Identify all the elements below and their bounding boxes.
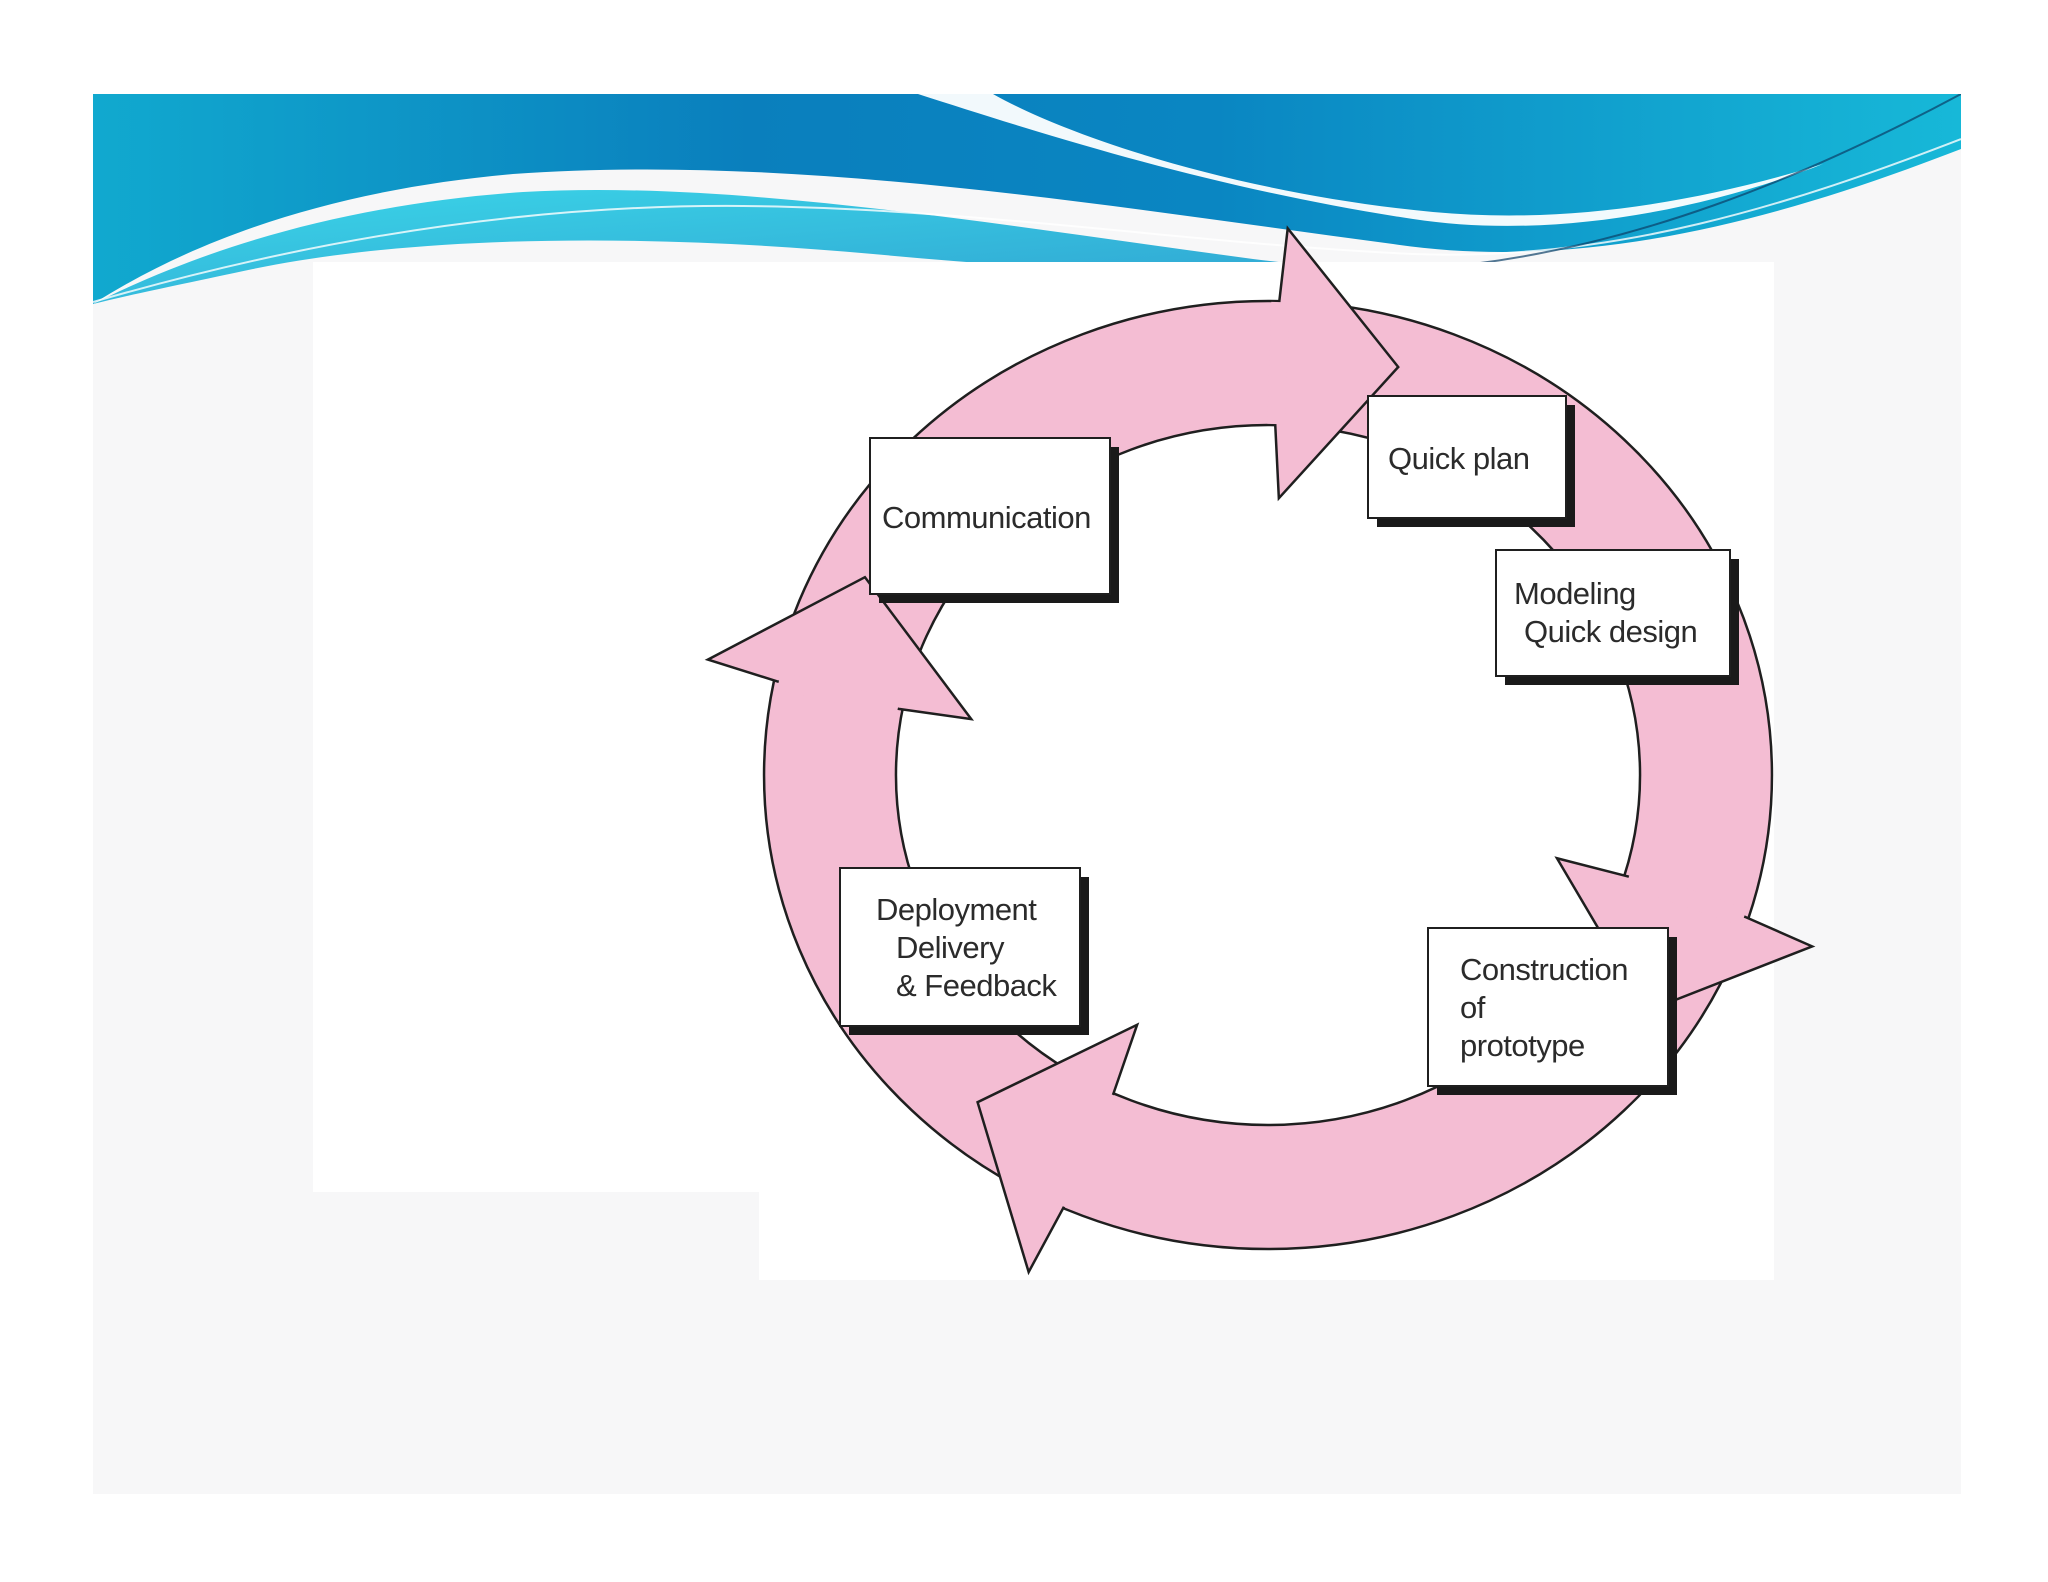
stage-label-construction-line-1: Construction: [1460, 952, 1628, 987]
stage-box-quick-plan: Quick plan: [1367, 395, 1575, 527]
wave-highlight-line: [93, 138, 1961, 303]
stage-label-communication-line-1: Communication: [882, 500, 1091, 535]
wave-lower-crest: [93, 189, 1473, 304]
arrowhead-right-seam: [1625, 869, 1747, 927]
stage-label-construction-line-2: of: [1460, 990, 1486, 1025]
arrowhead-top-seam: [1267, 301, 1290, 425]
wave-white-streak: [918, 94, 1823, 226]
stage-label-construction-line-3: prototype: [1460, 1028, 1585, 1063]
arrowhead-left-seam: [776, 671, 900, 717]
stage-box-frame: [839, 867, 1081, 1027]
stage-box-frame: [869, 437, 1111, 595]
stage-box-communication: Communication: [869, 437, 1119, 603]
wave-dark-line: [1472, 94, 1961, 265]
stage-box-frame: [1367, 395, 1567, 519]
header-wave-banner: [93, 94, 1961, 304]
image-panel-left: [313, 262, 759, 1192]
stage-label-quick-plan-line-1: Quick plan: [1388, 441, 1529, 476]
stage-label-deployment-line-3: & Feedback: [896, 968, 1057, 1003]
stage-label-deployment-line-1: Deployment: [876, 892, 1037, 927]
stage-label-deployment-line-2: Delivery: [896, 930, 1005, 965]
stage-box-frame: [1495, 549, 1731, 677]
cycle-ring: [704, 225, 1816, 1276]
stage-label-modeling-line-2: Quick design: [1524, 614, 1697, 649]
stage-label-modeling-line-1: Modeling: [1514, 576, 1636, 611]
stage-box-frame: [1427, 927, 1669, 1087]
wave-main-band: [93, 94, 1961, 304]
arrowhead-bottom-seam: [1054, 1090, 1121, 1210]
